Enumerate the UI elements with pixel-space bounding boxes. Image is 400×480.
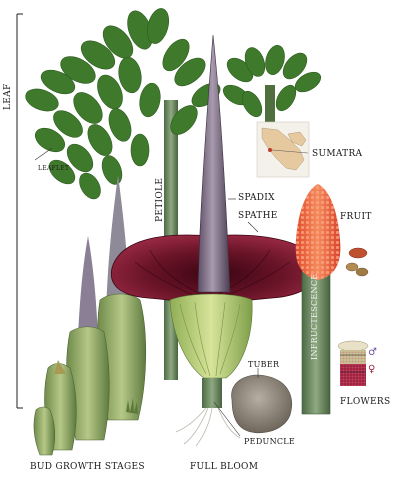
spathe-label: SPATHE — [238, 211, 278, 221]
leaflet-label: LEAFLET — [38, 165, 70, 172]
tuber-label: TUBER — [248, 360, 280, 369]
label-pointers — [228, 198, 366, 373]
leaf-label: LEAF — [3, 83, 13, 111]
petiole-label: PETIOLE — [155, 177, 165, 222]
peduncle-pointer — [213, 401, 241, 437]
flowers-label: FLOWERS — [340, 397, 391, 407]
sumatra-marker-icon — [268, 148, 272, 152]
fruit-detail — [345, 247, 369, 277]
spadix-label: SPADIX — [238, 193, 275, 203]
full-bloom-label: FULL BLOOM — [190, 462, 259, 472]
full-bloom-flower — [110, 34, 319, 447]
flowers-detail — [337, 340, 369, 386]
bud-growth-stages — [33, 175, 147, 456]
male-symbol-icon: ♂ — [368, 347, 378, 358]
infructescence-label: INFRUCTESCENCE — [310, 273, 319, 360]
infructescence — [295, 184, 341, 415]
right-leaf-cluster — [222, 45, 322, 125]
leaf-bracket — [16, 13, 23, 409]
sumatra-label: SUMATRA — [312, 149, 363, 159]
female-symbol-icon: ♀ — [368, 364, 376, 375]
peduncle-label: PEDUNCLE — [244, 437, 296, 446]
tuber — [231, 368, 292, 434]
sumatra-map — [256, 121, 310, 178]
bud-growth-stages-label: BUD GROWTH STAGES — [30, 462, 145, 472]
fruit-label: FRUIT — [340, 212, 372, 222]
